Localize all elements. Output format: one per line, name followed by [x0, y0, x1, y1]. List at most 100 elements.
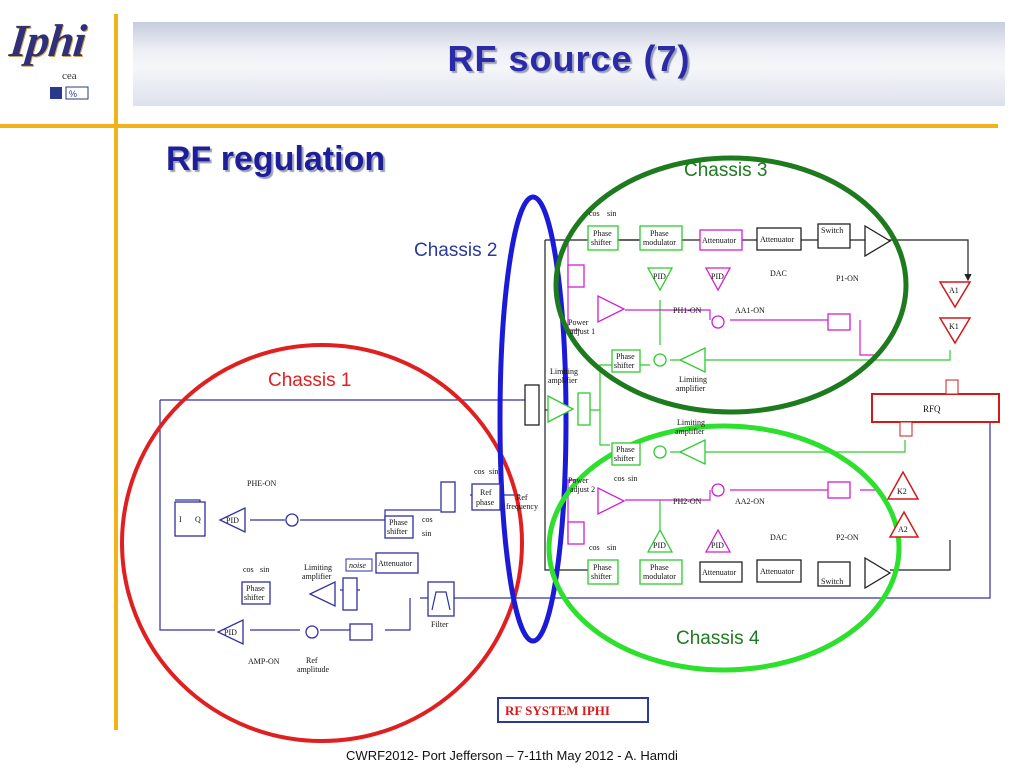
- switch-1-label: Switch: [821, 226, 843, 235]
- pid-3a-label: PID: [653, 272, 666, 281]
- chassis-1-label: Chassis 1: [268, 370, 351, 391]
- power-adjust-1-label-a: Power: [568, 318, 589, 327]
- rf-system-label: RF SYSTEM IPHI: [505, 703, 610, 718]
- limiting-amp-3: [678, 346, 706, 374]
- limiting-amp-2-label-a: Limiting: [550, 367, 578, 376]
- p1-on-label: P1-ON: [836, 274, 859, 283]
- ref-amplitude-label-a: Ref: [306, 656, 318, 665]
- aa2-on-label: AA2-ON: [735, 497, 765, 506]
- ref-frequency-label-b: frequency: [506, 502, 538, 511]
- phase-modulator-4-label-b: modulator: [643, 572, 676, 581]
- phase-shifter-4a-label-b: shifter: [614, 454, 635, 463]
- phase-modulator-1-label-a: Phase: [650, 229, 669, 238]
- pid-4b-label: PID: [711, 541, 724, 550]
- limiting-amp-1-label-b: amplifier: [302, 572, 332, 581]
- cos-1a-label: cos: [422, 515, 433, 524]
- dac-1-label: DAC: [770, 269, 787, 278]
- limiting-amp-2: [547, 394, 575, 424]
- limiting-amp-2-label-b: amplifier: [548, 376, 578, 385]
- sin-1b-label: sin: [260, 565, 269, 574]
- limiting-amp-4-label-a: Limiting: [677, 418, 705, 427]
- switch-1: [817, 223, 851, 249]
- chassis-1-ellipse: [120, 343, 524, 743]
- pid-4b: [704, 528, 732, 553]
- switch-4-label: Switch: [821, 577, 843, 586]
- cos-1b-label: cos: [243, 565, 254, 574]
- mixer-1b: [305, 625, 319, 639]
- page-title: RF source (7): [447, 38, 691, 79]
- a1-amplifier: [938, 281, 972, 309]
- section-subtitle: RF regulation: [166, 140, 386, 178]
- chassis-4-ellipse: [546, 423, 902, 673]
- cos-ref-label: cos: [474, 467, 485, 476]
- mixer-4a: [653, 445, 667, 459]
- ref-amplitude-label-b: amplitude: [297, 665, 329, 674]
- chassis-3-chain: Phase shifter cos sin Phase modulator At…: [567, 209, 892, 393]
- detector-4-side: [567, 521, 585, 545]
- phase-shifter-3b: [611, 349, 641, 373]
- pid-1a: [218, 506, 246, 534]
- k2-label: K2: [897, 487, 907, 496]
- phase-modulator-1: [639, 225, 683, 251]
- chassis-2-center: Limiting amplifier Limiting amplifier: [524, 367, 705, 436]
- pid-3b-label: PID: [711, 272, 724, 281]
- pid-3b: [704, 267, 732, 292]
- phase-shifter-3b-label-a: Phase: [616, 352, 635, 361]
- vertical-accent-bar: [114, 14, 118, 730]
- svg-text:%: %: [69, 89, 77, 99]
- detector-3: [827, 313, 851, 331]
- mixer-4b: [711, 483, 725, 497]
- attenuator-4a: [699, 561, 743, 583]
- iphi-logo: Iphi cea %: [0, 0, 116, 120]
- phase-shifter-3b-label-b: shifter: [614, 361, 635, 370]
- cos-4b-label: cos: [589, 543, 600, 552]
- dac-4-label: DAC: [770, 533, 787, 542]
- rfq-block: [871, 393, 1000, 423]
- filter-symbol: [431, 591, 451, 611]
- pid-3a: [646, 267, 674, 292]
- rf-system-label-box: [497, 697, 649, 723]
- slide-footer: CWRF2012- Port Jefferson – 7-11th May 20…: [346, 748, 678, 763]
- phase-shifter-1a-label-a: Phase: [389, 518, 408, 527]
- cos-1-label: cos: [589, 209, 600, 218]
- attenuator-1b-label: Attenuator: [760, 235, 795, 244]
- splitter-1: [342, 577, 358, 611]
- aa1-on-label: AA1-ON: [735, 306, 765, 315]
- i-label: I: [179, 515, 182, 524]
- rfq-port-top: [945, 379, 959, 395]
- mixer-3b: [653, 353, 667, 367]
- pid-1b: [216, 618, 244, 646]
- power-adjust-2-amp: [597, 486, 626, 516]
- amplifier-1: [864, 224, 892, 258]
- pid-1b-label: PID: [224, 628, 237, 637]
- limiting-amp-3-label-b: amplifier: [676, 384, 706, 393]
- attenuator-1a-label: Attenuator: [702, 236, 737, 245]
- rfq-label: RFQ: [923, 404, 941, 414]
- chassis-2-label: Chassis 2: [414, 240, 497, 261]
- filter-label: Filter: [431, 620, 449, 629]
- horizontal-accent-bar: [0, 124, 998, 128]
- power-adjust-1-amp: [597, 294, 626, 324]
- attenuator-1b: [756, 227, 802, 251]
- phase-shifter-1-label-b: shifter: [591, 238, 612, 247]
- phase-shifter-4a: [611, 442, 641, 466]
- chassis-1-blocks: I Q PID PHE-ON Phase shifter cos sin Ref…: [174, 467, 538, 674]
- amp-on-label: AMP-ON: [248, 657, 280, 666]
- limiting-amp-1-label-a: Limiting: [304, 563, 332, 572]
- sin-1a-label: sin: [422, 529, 431, 538]
- phase-shifter-4b-label-a: Phase: [593, 563, 612, 572]
- chassis-4-chain: Phase shifter cos sin Power adjust 2 PH2…: [567, 438, 892, 590]
- iq-demodulator: [174, 501, 206, 537]
- q-label: Q: [195, 515, 201, 524]
- k1-label: K1: [949, 322, 959, 331]
- p2-on-label: P2-ON: [836, 533, 859, 542]
- attenuator-4b: [756, 559, 802, 583]
- phase-modulator-4-label-a: Phase: [650, 563, 669, 572]
- chassis-4-label: Chassis 4: [676, 628, 760, 649]
- detector-3-side: [567, 264, 585, 288]
- attenuator-1-label: Attenuator: [378, 559, 413, 568]
- attenuator-4b-label: Attenuator: [760, 567, 795, 576]
- phase-shifter-4a-label-a: Phase: [616, 445, 635, 454]
- logo-partner-icons: %: [50, 86, 89, 100]
- phase-shifter-1: [587, 225, 619, 251]
